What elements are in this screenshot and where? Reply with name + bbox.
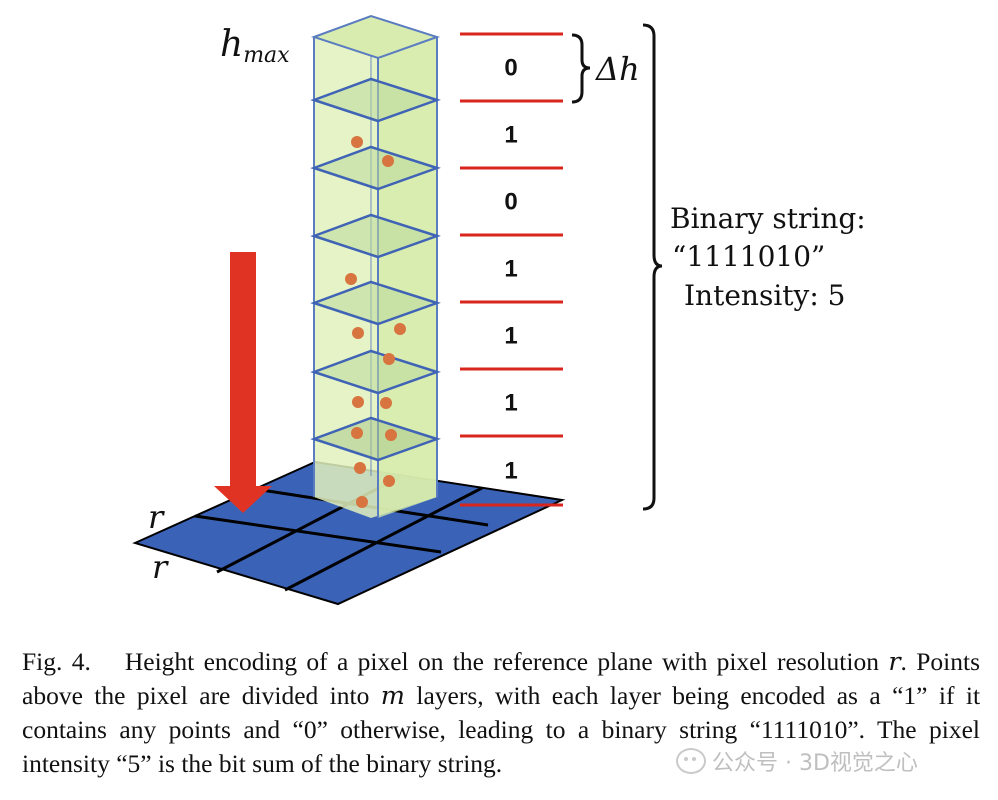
- downward-arrow-icon: [214, 252, 272, 513]
- point: [352, 327, 364, 339]
- layer-plane: [310, 145, 441, 191]
- figure-caption: Fig. 4. Height encoding of a pixel on the…: [22, 645, 980, 781]
- point: [383, 353, 395, 365]
- layer-plane: [310, 416, 441, 462]
- binary-string-label: Binary string:: [670, 202, 866, 235]
- point: [351, 136, 363, 148]
- r-label-side: r: [152, 548, 169, 586]
- layer-plane: [310, 77, 441, 123]
- point: [383, 475, 395, 487]
- layer-bit: 0: [504, 55, 517, 82]
- point: [345, 273, 357, 285]
- layer-bit: 0: [504, 189, 517, 216]
- point-cloud: [345, 136, 406, 508]
- point: [385, 429, 397, 441]
- point: [356, 496, 368, 508]
- caption-m-symbol: m: [380, 681, 405, 711]
- layer-bit: 1: [504, 390, 517, 417]
- layer-plane: [310, 280, 441, 326]
- layer-bit: 1: [504, 323, 517, 350]
- layer-bit: 1: [504, 256, 517, 283]
- point: [394, 323, 406, 335]
- caption-text-1: Height encoding of a pixel on the refere…: [124, 647, 879, 676]
- caption-figure-number: Fig. 4.: [22, 647, 91, 676]
- h-max-subscript: max: [243, 43, 290, 68]
- layer-plane: [310, 349, 441, 395]
- binary-string-value: “1111010”: [672, 240, 825, 273]
- layer-plane: [310, 213, 441, 259]
- intensity-label: Intensity: 5: [684, 279, 846, 312]
- point: [382, 155, 394, 167]
- h-max-label: hmax: [220, 24, 290, 68]
- caption-text-2: . Points above the pixel are divided int…: [22, 647, 981, 710]
- delta-h-brace: [571, 33, 591, 104]
- r-label-top: r: [148, 498, 165, 536]
- height-encoding-diagram: 0 1 0 1 1 1 1 hmax Δh Binary string: “1111010”…: [132, 14, 866, 606]
- point: [380, 397, 392, 409]
- caption-text-3: layers, with each layer being encoded as…: [22, 681, 981, 778]
- layer-bit: 1: [504, 458, 517, 485]
- point: [351, 427, 363, 439]
- layer-planes: [310, 77, 441, 462]
- binary-string-brace: [642, 23, 663, 511]
- point: [352, 396, 364, 408]
- layer-bit: 1: [504, 122, 517, 149]
- point: [354, 462, 366, 474]
- layer-boundary-lines: [460, 32, 563, 507]
- layer-bits: 0 1 0 1 1 1 1: [504, 55, 517, 485]
- caption-r-symbol: r: [888, 647, 901, 677]
- delta-h-label: Δh: [594, 50, 640, 88]
